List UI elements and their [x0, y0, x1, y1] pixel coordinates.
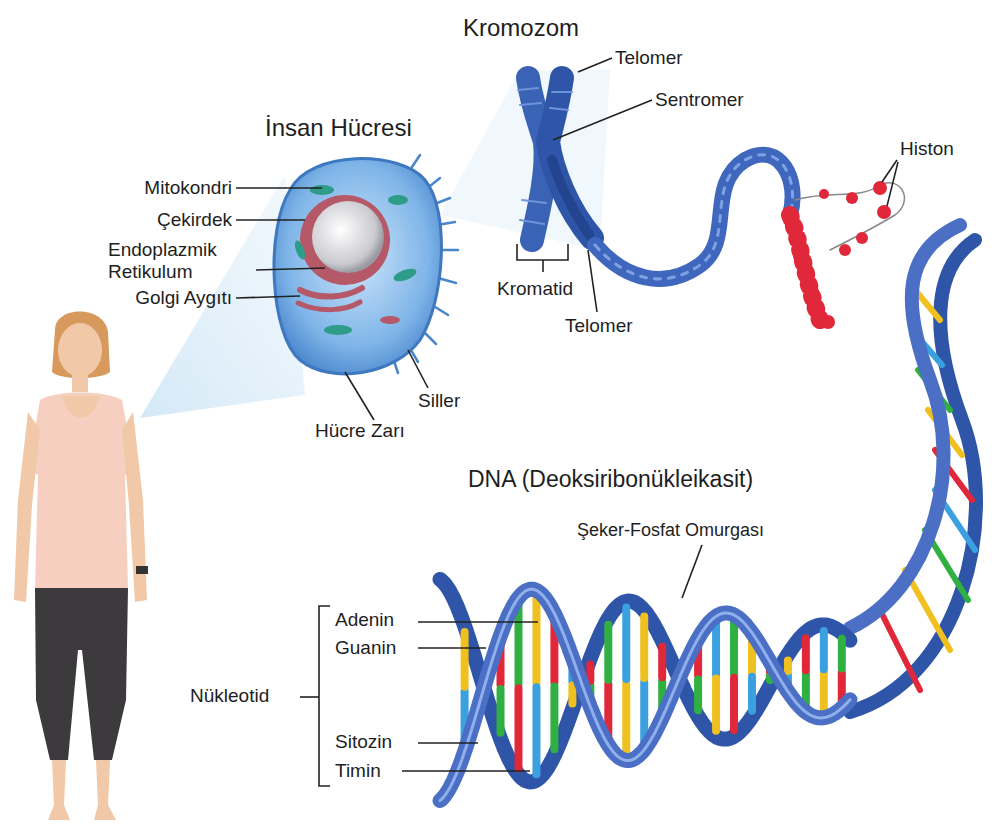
- base-pair: [640, 616, 648, 678]
- section-heading: İnsan Hücresi: [265, 114, 412, 142]
- part-label: Adenin: [335, 609, 394, 631]
- base-pair: [784, 661, 792, 671]
- part-label: Şeker-Fosfat Omurgası: [577, 520, 764, 541]
- dna-helix: [440, 225, 976, 801]
- part-label: Hücre Zarı: [315, 420, 405, 442]
- base-pair: [730, 621, 738, 674]
- base-pair: [604, 625, 612, 680]
- dna-strand: [850, 225, 960, 628]
- dna-strand-highlight: [440, 589, 850, 800]
- section-heading: DNA (Deoksiribonükleikasit): [468, 466, 753, 492]
- part-label: Histon: [900, 138, 954, 160]
- base-pair: [820, 631, 828, 669]
- zoom-glow: [440, 70, 610, 250]
- base-pair: [880, 610, 920, 690]
- part-label: Golgi Aygıtı: [135, 287, 232, 309]
- base-pair: [622, 607, 630, 679]
- base-pair: [514, 688, 522, 768]
- base-pair: [497, 689, 505, 733]
- base-pair: [532, 596, 540, 683]
- base-pair: [532, 687, 540, 774]
- base-pair: [694, 679, 702, 710]
- base-pair: [802, 638, 810, 670]
- bracket-label: Nükleotid: [190, 685, 269, 707]
- part-label: Endoplazmik Retikulum: [108, 239, 258, 283]
- part-label: Timin: [335, 760, 381, 782]
- part-label: Kromatid: [497, 278, 573, 300]
- woman-figure: [14, 311, 148, 820]
- base-pair: [748, 677, 756, 711]
- part-label: Çekirdek: [157, 209, 232, 231]
- base-pair: [461, 632, 469, 687]
- part-label: Sitozin: [335, 731, 392, 753]
- base-pair: [622, 683, 630, 755]
- dna-strand: [440, 589, 850, 800]
- part-label: Telomer: [565, 315, 633, 337]
- base-pair: [568, 686, 576, 704]
- histone-beads: [783, 181, 891, 329]
- leader-lines: [236, 58, 898, 786]
- part-label: Siller: [418, 390, 460, 412]
- chromosome: [518, 78, 592, 240]
- part-label: Telomer: [615, 47, 683, 69]
- part-label: Guanin: [335, 637, 396, 659]
- part-label: Sentromer: [655, 89, 744, 111]
- base-pair: [550, 686, 558, 749]
- part-label: Mitokondri: [144, 177, 232, 199]
- base-pair: [838, 639, 846, 669]
- base-pair: [712, 679, 720, 731]
- base-pair: [712, 622, 720, 674]
- base-pair: [730, 678, 738, 731]
- base-pair: [820, 673, 828, 711]
- section-heading: Kromozom: [463, 14, 579, 42]
- base-pair: [658, 647, 666, 678]
- chromatin-fiber: [595, 155, 904, 320]
